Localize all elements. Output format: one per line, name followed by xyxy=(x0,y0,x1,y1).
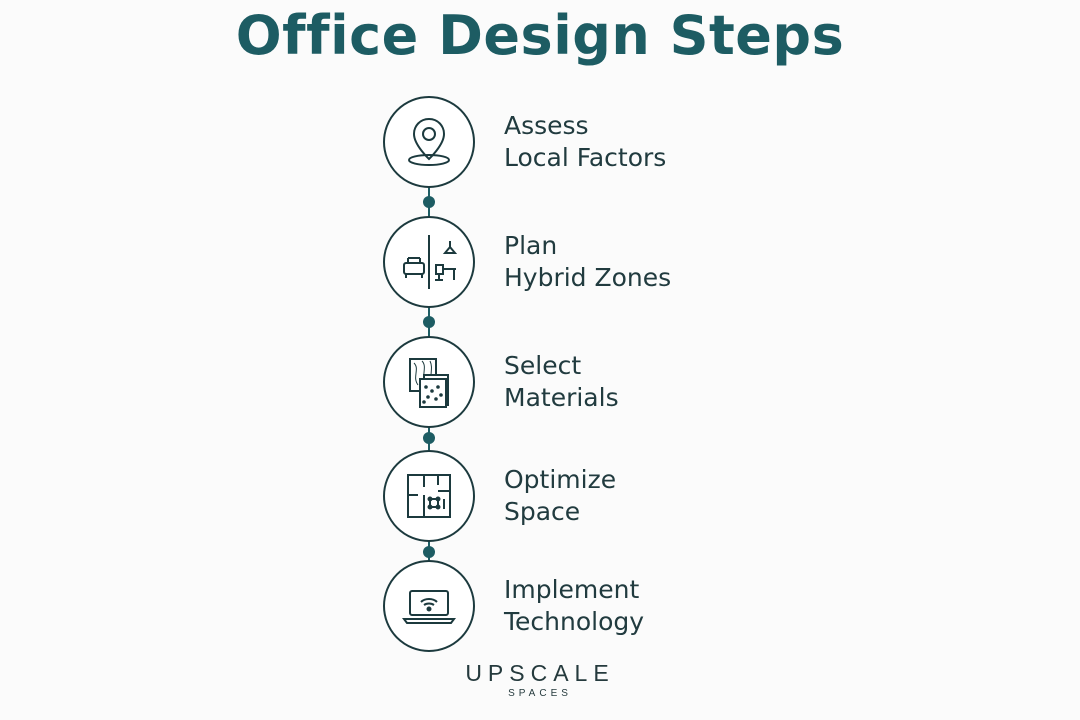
step-title: Assess xyxy=(504,111,589,140)
page-title: Office Design Steps xyxy=(235,4,845,67)
timeline-dot xyxy=(423,316,435,328)
logo-wordmark: UPSCALE xyxy=(465,660,615,686)
step-select: Select Materials xyxy=(383,336,883,432)
brand-logo: UPSCALE SPACES xyxy=(0,660,1080,699)
hybrid-zones-icon xyxy=(383,216,475,308)
step-title: Implement xyxy=(504,575,640,604)
step-subtitle: Hybrid Zones xyxy=(504,263,672,292)
step-title: Plan xyxy=(504,231,558,260)
logo-tagline: SPACES xyxy=(508,688,572,699)
step-plan: Plan Hybrid Zones xyxy=(383,216,883,312)
step-subtitle: Materials xyxy=(504,383,619,412)
material-swatches-icon xyxy=(383,336,475,428)
timeline-dot xyxy=(423,196,435,208)
step-subtitle: Local Factors xyxy=(504,143,667,172)
timeline-dot xyxy=(423,546,435,558)
laptop-wifi-icon xyxy=(383,560,475,652)
floor-plan-icon xyxy=(383,450,475,542)
step-optimize: Optimize Space xyxy=(383,450,883,546)
step-title: Optimize xyxy=(504,465,617,494)
step-implement: Implement Technology xyxy=(383,560,883,656)
timeline-dot xyxy=(423,432,435,444)
location-pin-icon xyxy=(383,96,475,188)
step-subtitle: Space xyxy=(504,497,581,526)
step-assess: Assess Local Factors xyxy=(383,96,883,192)
step-title: Select xyxy=(504,351,582,380)
step-subtitle: Technology xyxy=(504,607,645,636)
